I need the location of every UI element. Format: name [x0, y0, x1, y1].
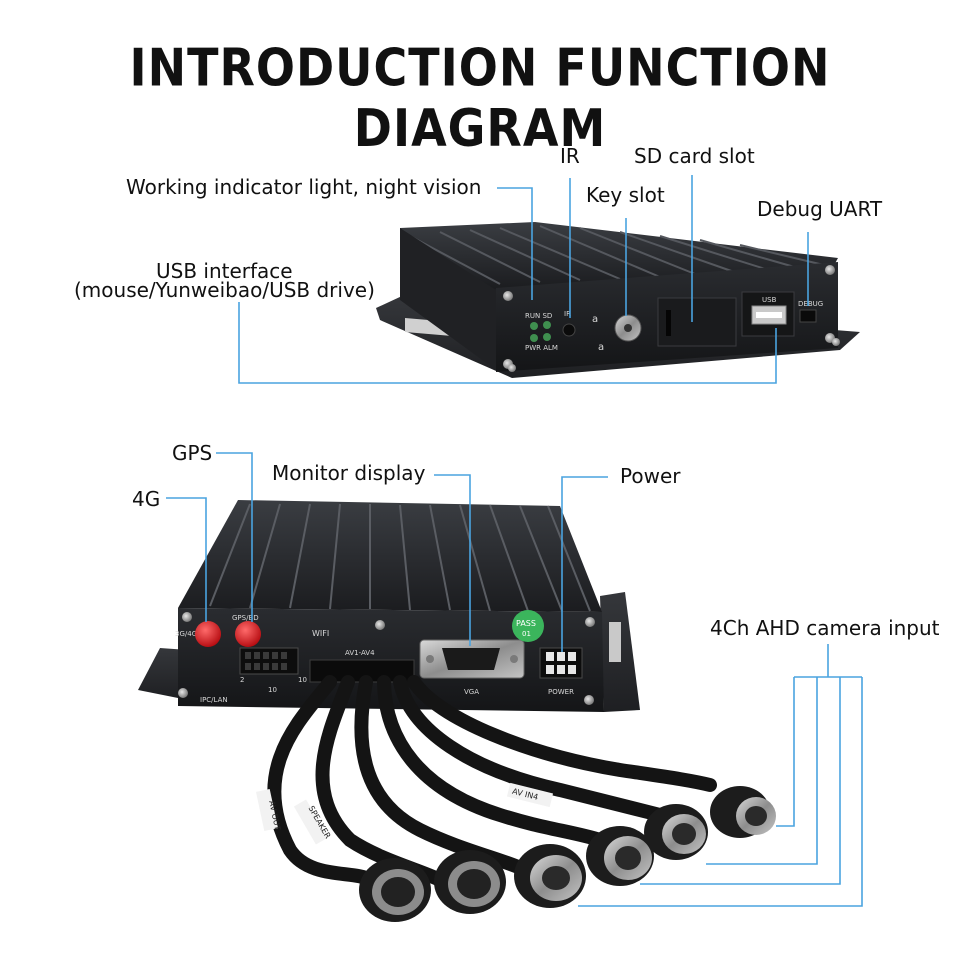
screw-icon: [426, 655, 434, 663]
screw-icon: [182, 612, 192, 622]
leader-camera-a: [776, 677, 795, 827]
aviation-connectors: [359, 786, 776, 922]
top-leader-lines: [238, 175, 809, 384]
leader-usb-interface: [238, 302, 777, 384]
lock-open-mark: a: [592, 314, 598, 325]
connector-pins: [245, 652, 287, 670]
led-pwr-icon: [530, 334, 538, 342]
qc-number-text: 01: [522, 630, 531, 638]
aviation-connector-2: [434, 850, 506, 914]
screw-icon: [375, 620, 385, 630]
aviation-connector-5: [644, 804, 708, 860]
camera-cables: [267, 675, 717, 887]
ipc-lan-connector[interactable]: [239, 647, 299, 675]
4g-label: 4G: [132, 487, 161, 511]
camera-input-label: 4Ch AHD camera input: [710, 616, 940, 640]
usb-panel-label: USB: [762, 296, 777, 304]
wifi-label: WIFI: [312, 629, 329, 638]
leader-working-indicator: [497, 187, 533, 300]
debug-uart-label: Debug UART: [757, 197, 883, 221]
leader-monitor-display: [434, 474, 471, 646]
key-slot-label: Key slot: [586, 183, 665, 207]
working-indicator-label: Working indicator light, night vision: [126, 175, 482, 199]
4g-antenna-port[interactable]: [195, 621, 221, 647]
cable-5: [393, 675, 667, 822]
bottom-flange-label: [609, 622, 621, 662]
debug-panel-label: DEBUG: [798, 300, 823, 308]
monitor-display-label: Monitor display: [272, 461, 426, 485]
ipc-lan-label: IPC/LAN: [200, 696, 228, 704]
ir-panel-label: IR: [564, 310, 571, 318]
top-dvr-device: RUN SD PWR ALM IR a a USB DEBUG: [376, 222, 860, 378]
cable-sleeve: [293, 799, 329, 845]
led-pwr-alm-label: PWR ALM: [525, 344, 558, 352]
pin-2-label: 2: [240, 676, 244, 684]
power-connector-pins: [546, 652, 576, 674]
ir-label: IR: [560, 144, 580, 168]
screw-icon: [503, 291, 513, 301]
top-left-side: [400, 228, 496, 370]
cable-sleeve: [506, 782, 554, 808]
pin-10-label: 10: [268, 686, 277, 694]
bottom-finned-surface: [178, 500, 602, 612]
vga-label: VGA: [464, 688, 479, 696]
leader-camera-d: [578, 677, 863, 907]
usb-interface-label: USB interface: [156, 259, 293, 283]
usb-interface-sublabel: (mouse/Yunweibao/USB drive): [74, 278, 375, 302]
cable-sleeve: [255, 788, 279, 832]
led-sd-icon: [543, 321, 551, 329]
screw-icon: [832, 338, 840, 346]
gps-label: GPS: [172, 441, 213, 465]
vga-port-socket: [442, 648, 500, 670]
port-gps-label: GPS/BD: [232, 614, 259, 622]
cable-3: [354, 675, 532, 877]
port-3g4g-label: 3G/4G: [175, 630, 197, 638]
bottom-dvr-device: 3G/4G GPS/BD 2 10 10 IPC/LAN WIFI AV1-AV…: [138, 500, 640, 712]
cable-1: [267, 675, 377, 887]
qc-pass-sticker: [512, 610, 544, 642]
screw-icon: [584, 695, 594, 705]
bottom-leader-lines: [166, 452, 863, 907]
leader-camera-b: [706, 677, 818, 865]
leader-camera-c: [640, 677, 841, 885]
aviation-connector-4: [586, 826, 654, 886]
cable-6: [407, 675, 717, 792]
leader-4g: [166, 497, 207, 622]
bottom-heat-fins: [209, 503, 591, 612]
leader-power: [561, 476, 608, 652]
key-hole-icon: [624, 324, 632, 332]
ir-sensor-icon: [562, 323, 576, 337]
screw-icon: [178, 688, 188, 698]
power-label-callout: Power: [620, 464, 681, 488]
cable-4: [377, 675, 607, 847]
page-title: INTRODUCTION FUNCTION DIAGRAM: [129, 37, 831, 159]
screw-icon: [510, 655, 518, 663]
usb-port-tongue: [756, 312, 782, 318]
sd-card-slot-label: SD card slot: [634, 144, 755, 168]
screw-icon: [508, 364, 516, 372]
leader-gps: [216, 452, 253, 622]
gps-antenna-port[interactable]: [235, 621, 261, 647]
power-label: POWER: [548, 688, 574, 696]
qc-pass-text: PASS: [516, 619, 536, 628]
bottom-mounting-flange: [138, 648, 188, 700]
sd-card-slot-opening: [666, 310, 671, 336]
led-run-sd-label: RUN SD: [525, 312, 552, 320]
top-heat-fins: [409, 225, 829, 285]
aviation-connector-6: [710, 786, 776, 838]
lock-closed-mark: a: [598, 342, 604, 353]
led-run-icon: [530, 322, 538, 330]
screw-icon: [825, 265, 835, 275]
aviation-connector-3: [514, 844, 586, 908]
led-alm-icon: [543, 333, 551, 341]
aviation-connector-1: [359, 858, 431, 922]
screw-icon: [585, 617, 595, 627]
pin-10-label: 10: [298, 676, 307, 684]
av-label: AV1-AV4: [345, 649, 375, 657]
debug-uart-port[interactable]: [799, 309, 817, 323]
